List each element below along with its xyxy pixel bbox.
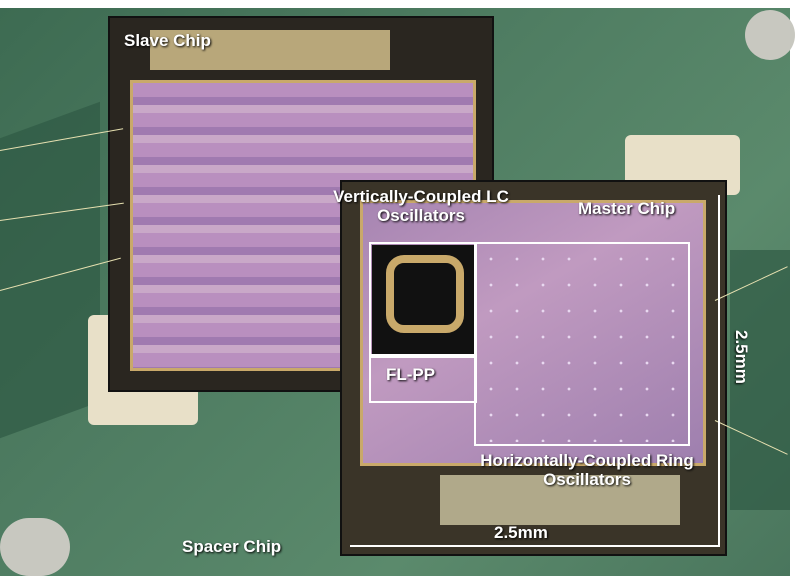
lc-inductor-area xyxy=(372,245,474,355)
height-dimension-label: 2.5mm xyxy=(732,330,751,384)
ring-oscillators-label: Horizontally-Coupled Ring Oscillators xyxy=(480,451,694,489)
master-chip-label: Master Chip xyxy=(578,199,676,218)
slave-pad-strip xyxy=(150,30,390,70)
width-dimension-label: 2.5mm xyxy=(494,523,548,542)
fl-pp-box xyxy=(369,354,477,403)
fl-pp-label: FL-PP xyxy=(386,365,436,384)
inductor-coil xyxy=(386,255,464,333)
height-dimension-arrow xyxy=(718,195,720,545)
ring-oscillator-array xyxy=(478,246,684,442)
lc-oscillator-box xyxy=(369,242,477,358)
spacer-chip xyxy=(440,475,680,525)
width-dimension-arrow xyxy=(350,545,720,547)
pcb-trace xyxy=(730,250,790,510)
slave-chip-label: Slave Chip xyxy=(124,31,211,50)
pcb-trace xyxy=(0,101,100,439)
via-hole xyxy=(0,518,70,576)
spacer-chip-label: Spacer Chip xyxy=(182,537,282,556)
via-hole xyxy=(745,10,795,60)
ring-oscillator-box xyxy=(474,242,690,446)
lc-oscillators-label: Vertically-Coupled LC Oscillators xyxy=(333,187,509,225)
